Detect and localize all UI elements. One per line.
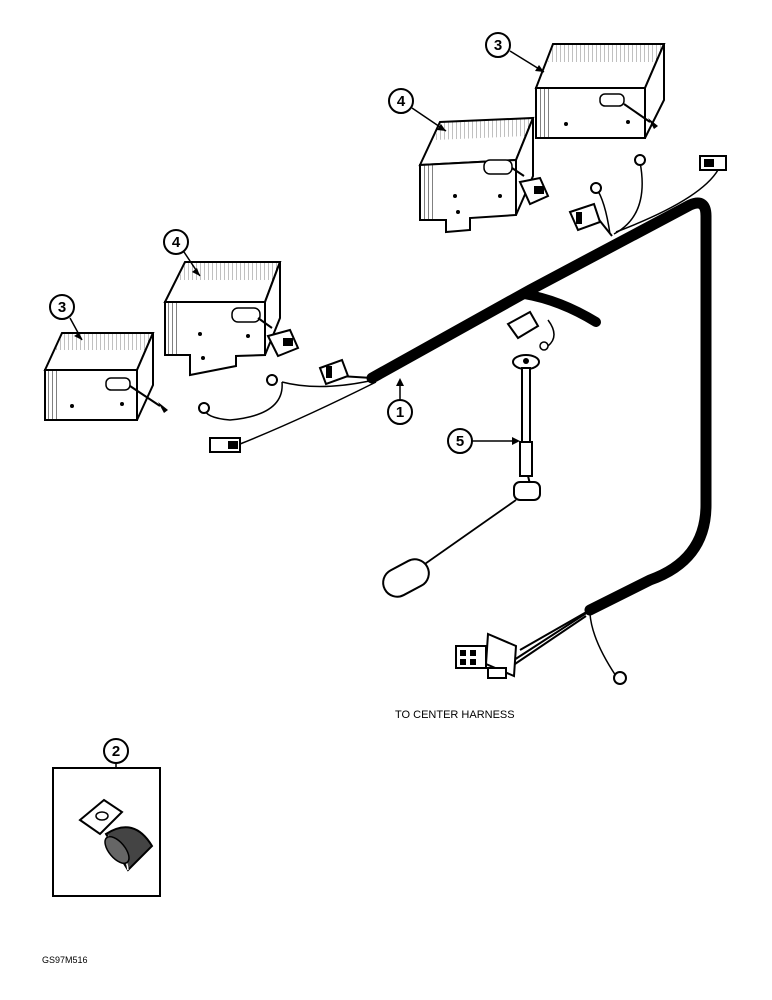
ring-terminal-branch <box>506 310 555 351</box>
ring-terminal-left-2 <box>198 402 210 414</box>
connector-left-socket <box>209 437 241 453</box>
svg-text:3: 3 <box>58 299 66 316</box>
connector-left-plug <box>318 358 350 386</box>
callout-3-top: 3 <box>485 32 545 73</box>
svg-text:4: 4 <box>172 234 181 251</box>
callout-3-left: 3 <box>49 294 83 341</box>
callout-2: 2 <box>103 738 129 768</box>
ground-ring-terminal <box>613 671 627 685</box>
wiring-harness <box>203 161 719 677</box>
lamp-left <box>43 332 168 421</box>
callout-5: 5 <box>447 428 520 454</box>
connector-top-plug <box>568 202 602 232</box>
lamp-with-bracket-top <box>418 116 550 234</box>
lamp-with-bracket-left <box>163 261 300 377</box>
callout-4-top: 4 <box>388 88 447 132</box>
svg-text:3: 3 <box>494 37 502 54</box>
svg-text:1: 1 <box>396 404 404 421</box>
center-harness-connector <box>455 632 518 679</box>
destination-caption: TO CENTER HARNESS <box>395 709 515 721</box>
ring-terminal-top-1 <box>634 154 646 166</box>
lamp-top-right <box>534 43 666 139</box>
ring-terminal-top-2 <box>590 182 602 194</box>
figure-id: GS97M516 <box>42 955 88 965</box>
fuel-sender <box>382 354 541 598</box>
svg-text:4: 4 <box>397 93 406 110</box>
svg-text:2: 2 <box>112 743 120 760</box>
callout-1: 1 <box>387 378 413 425</box>
connector-top-socket <box>699 155 727 171</box>
clip-inset <box>52 767 161 897</box>
ring-terminal-left-1 <box>266 374 278 386</box>
svg-text:5: 5 <box>456 433 464 450</box>
callout-4-left: 4 <box>163 229 201 277</box>
